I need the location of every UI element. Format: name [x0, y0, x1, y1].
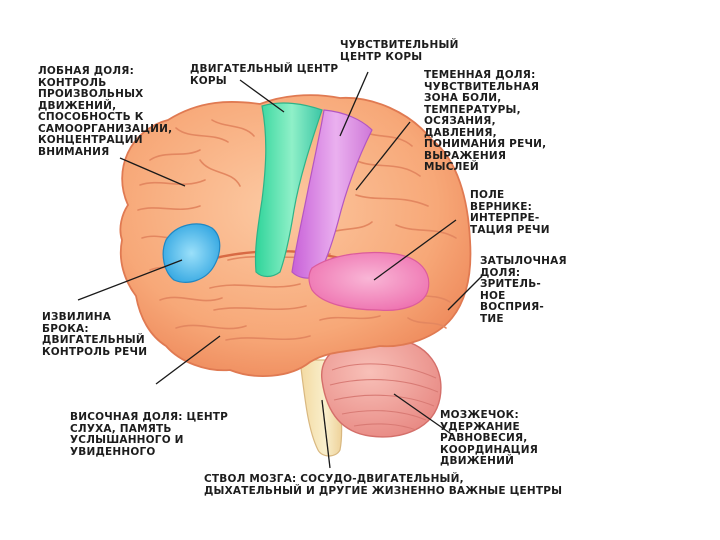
label-line: ИЗВИЛИНА — [42, 312, 147, 324]
label-line: МЫСЛЕЙ — [424, 162, 546, 174]
label-line: РАВНОВЕСИЯ, — [440, 433, 538, 445]
label-line: ИНТЕРПРЕ- — [470, 213, 550, 225]
label-line: ДВИГАТЕЛЬНЫЙ ЦЕНТР — [190, 64, 338, 76]
label-line: ЗАТЫЛОЧНАЯ — [480, 256, 567, 268]
label-line: УВИДЕННОГО — [70, 447, 228, 459]
label-line: МОЗЖЕЧОК: — [440, 410, 538, 422]
label-line: ВНИМАНИЯ — [38, 147, 172, 159]
label-line: ДВИЖЕНИЙ — [440, 456, 538, 468]
label-line: ЛОБНАЯ ДОЛЯ: — [38, 66, 172, 78]
label-line: ПОНИМАНИЯ РЕЧИ, — [424, 139, 546, 151]
label-line: СПОСОБНОСТЬ К — [38, 112, 172, 124]
label-brainstem: СТВОЛ МОЗГА: СОСУДО-ДВИГАТЕЛЬНЫЙ,ДЫХАТЕЛ… — [204, 474, 562, 497]
label-line: ОСЯЗАНИЯ, — [424, 116, 546, 128]
label-line: ЗРИТЕЛЬ- — [480, 279, 567, 291]
label-line: ЧУВСТВИТЕЛЬНЫЙ — [340, 40, 459, 52]
label-line: ПОЛЕ — [470, 190, 550, 202]
label-line: ДЫХАТЕЛЬНЫЙ И ДРУГИЕ ЖИЗНЕННО ВАЖНЫЕ ЦЕН… — [204, 486, 562, 498]
label-line: ВИСОЧНАЯ ДОЛЯ: ЦЕНТР — [70, 412, 228, 424]
label-line: КОРЫ — [190, 76, 338, 88]
label-line: ТИЕ — [480, 314, 567, 326]
label-line: КОНТРОЛЬ РЕЧИ — [42, 347, 147, 359]
label-line: ЗОНА БОЛИ, — [424, 93, 546, 105]
label-line: ТАЦИЯ РЕЧИ — [470, 225, 550, 237]
label-line: УСЛЫШАННОГО И — [70, 435, 228, 447]
wernicke-area — [309, 253, 429, 311]
label-line: ТЕМЕННАЯ ДОЛЯ: — [424, 70, 546, 82]
label-line: СТВОЛ МОЗГА: СОСУДО-ДВИГАТЕЛЬНЫЙ, — [204, 474, 562, 486]
label-line: ПРОИЗВОЛЬНЫХ — [38, 89, 172, 101]
label-line: ВОСПРИЯ- — [480, 302, 567, 314]
label-line: ДВИГАТЕЛЬНЫЙ — [42, 335, 147, 347]
label-line: КОНЦЕНТРАЦИИ — [38, 135, 172, 147]
label-line: ЦЕНТР КОРЫ — [340, 52, 459, 64]
